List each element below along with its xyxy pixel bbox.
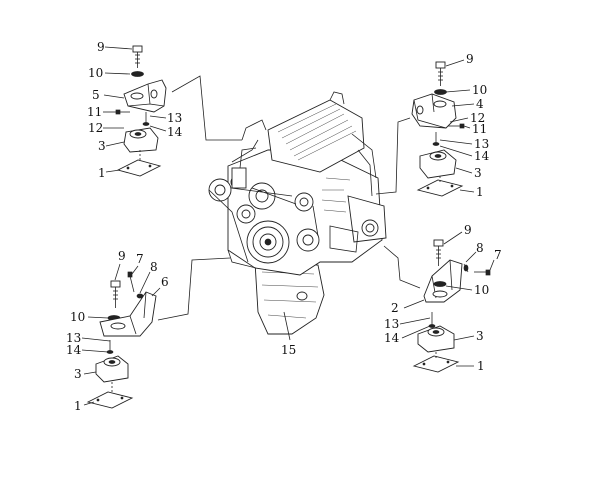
callout-top-left-13: 13	[167, 111, 182, 125]
callout-top-left-1: 1	[98, 166, 106, 180]
callout-engine-15: 15	[281, 343, 296, 357]
callout-top-left-10: 10	[88, 66, 103, 80]
callout-bottom-right-9: 9	[464, 223, 472, 237]
mount-front-right	[411, 59, 475, 197]
callout-top-right-14: 14	[474, 149, 490, 163]
callout-top-left-14: 14	[167, 125, 183, 139]
callout-bottom-right-13: 13	[384, 317, 399, 331]
callout-bottom-left-10: 10	[70, 310, 85, 324]
callout-bottom-right-7: 7	[494, 248, 502, 262]
mount-leader-lines	[157, 75, 421, 341]
callout-bottom-left-9: 9	[118, 249, 126, 263]
callout-bottom-right-2: 2	[391, 301, 399, 315]
callout-bottom-left-1: 1	[74, 399, 82, 413]
callout-top-right-11: 11	[472, 122, 487, 136]
callout-top-left-3: 3	[98, 139, 106, 153]
mount-rear-left	[81, 263, 161, 409]
engine-assembly	[208, 91, 387, 335]
callout-bottom-right-8: 8	[476, 241, 484, 255]
callout-top-right-3: 3	[474, 166, 482, 180]
callout-bottom-right-14: 14	[384, 331, 400, 345]
callout-top-left-9: 9	[97, 40, 105, 54]
callout-bottom-right-3: 3	[476, 329, 484, 343]
callout-top-left-12: 12	[88, 121, 103, 135]
callout-top-right-12: 12	[470, 111, 485, 125]
callout-bottom-left-7: 7	[136, 252, 144, 266]
callout-top-right-4: 4	[476, 97, 484, 111]
callout-top-right-9: 9	[466, 52, 474, 66]
mount-front-left	[103, 45, 167, 177]
callout-bottom-left-13: 13	[66, 331, 81, 345]
callout-top-right-13: 13	[474, 137, 489, 151]
callout-top-left-11: 11	[87, 105, 102, 119]
callout-bottom-right-1: 1	[477, 359, 485, 373]
mount-rear-right	[399, 231, 495, 373]
callout-labels: 9 10 5 11 12 13 14 3 1 9 10 4 12 11 13 1…	[66, 40, 502, 413]
callout-bottom-left-3: 3	[74, 367, 82, 381]
callout-bottom-left-14: 14	[66, 343, 82, 357]
callout-bottom-left-6: 6	[161, 275, 169, 289]
callout-bottom-left-8: 8	[150, 260, 158, 274]
callout-top-right-1: 1	[476, 185, 484, 199]
callout-top-right-10: 10	[472, 83, 487, 97]
callout-bottom-right-10: 10	[474, 283, 489, 297]
callout-top-left-5: 5	[92, 88, 100, 102]
